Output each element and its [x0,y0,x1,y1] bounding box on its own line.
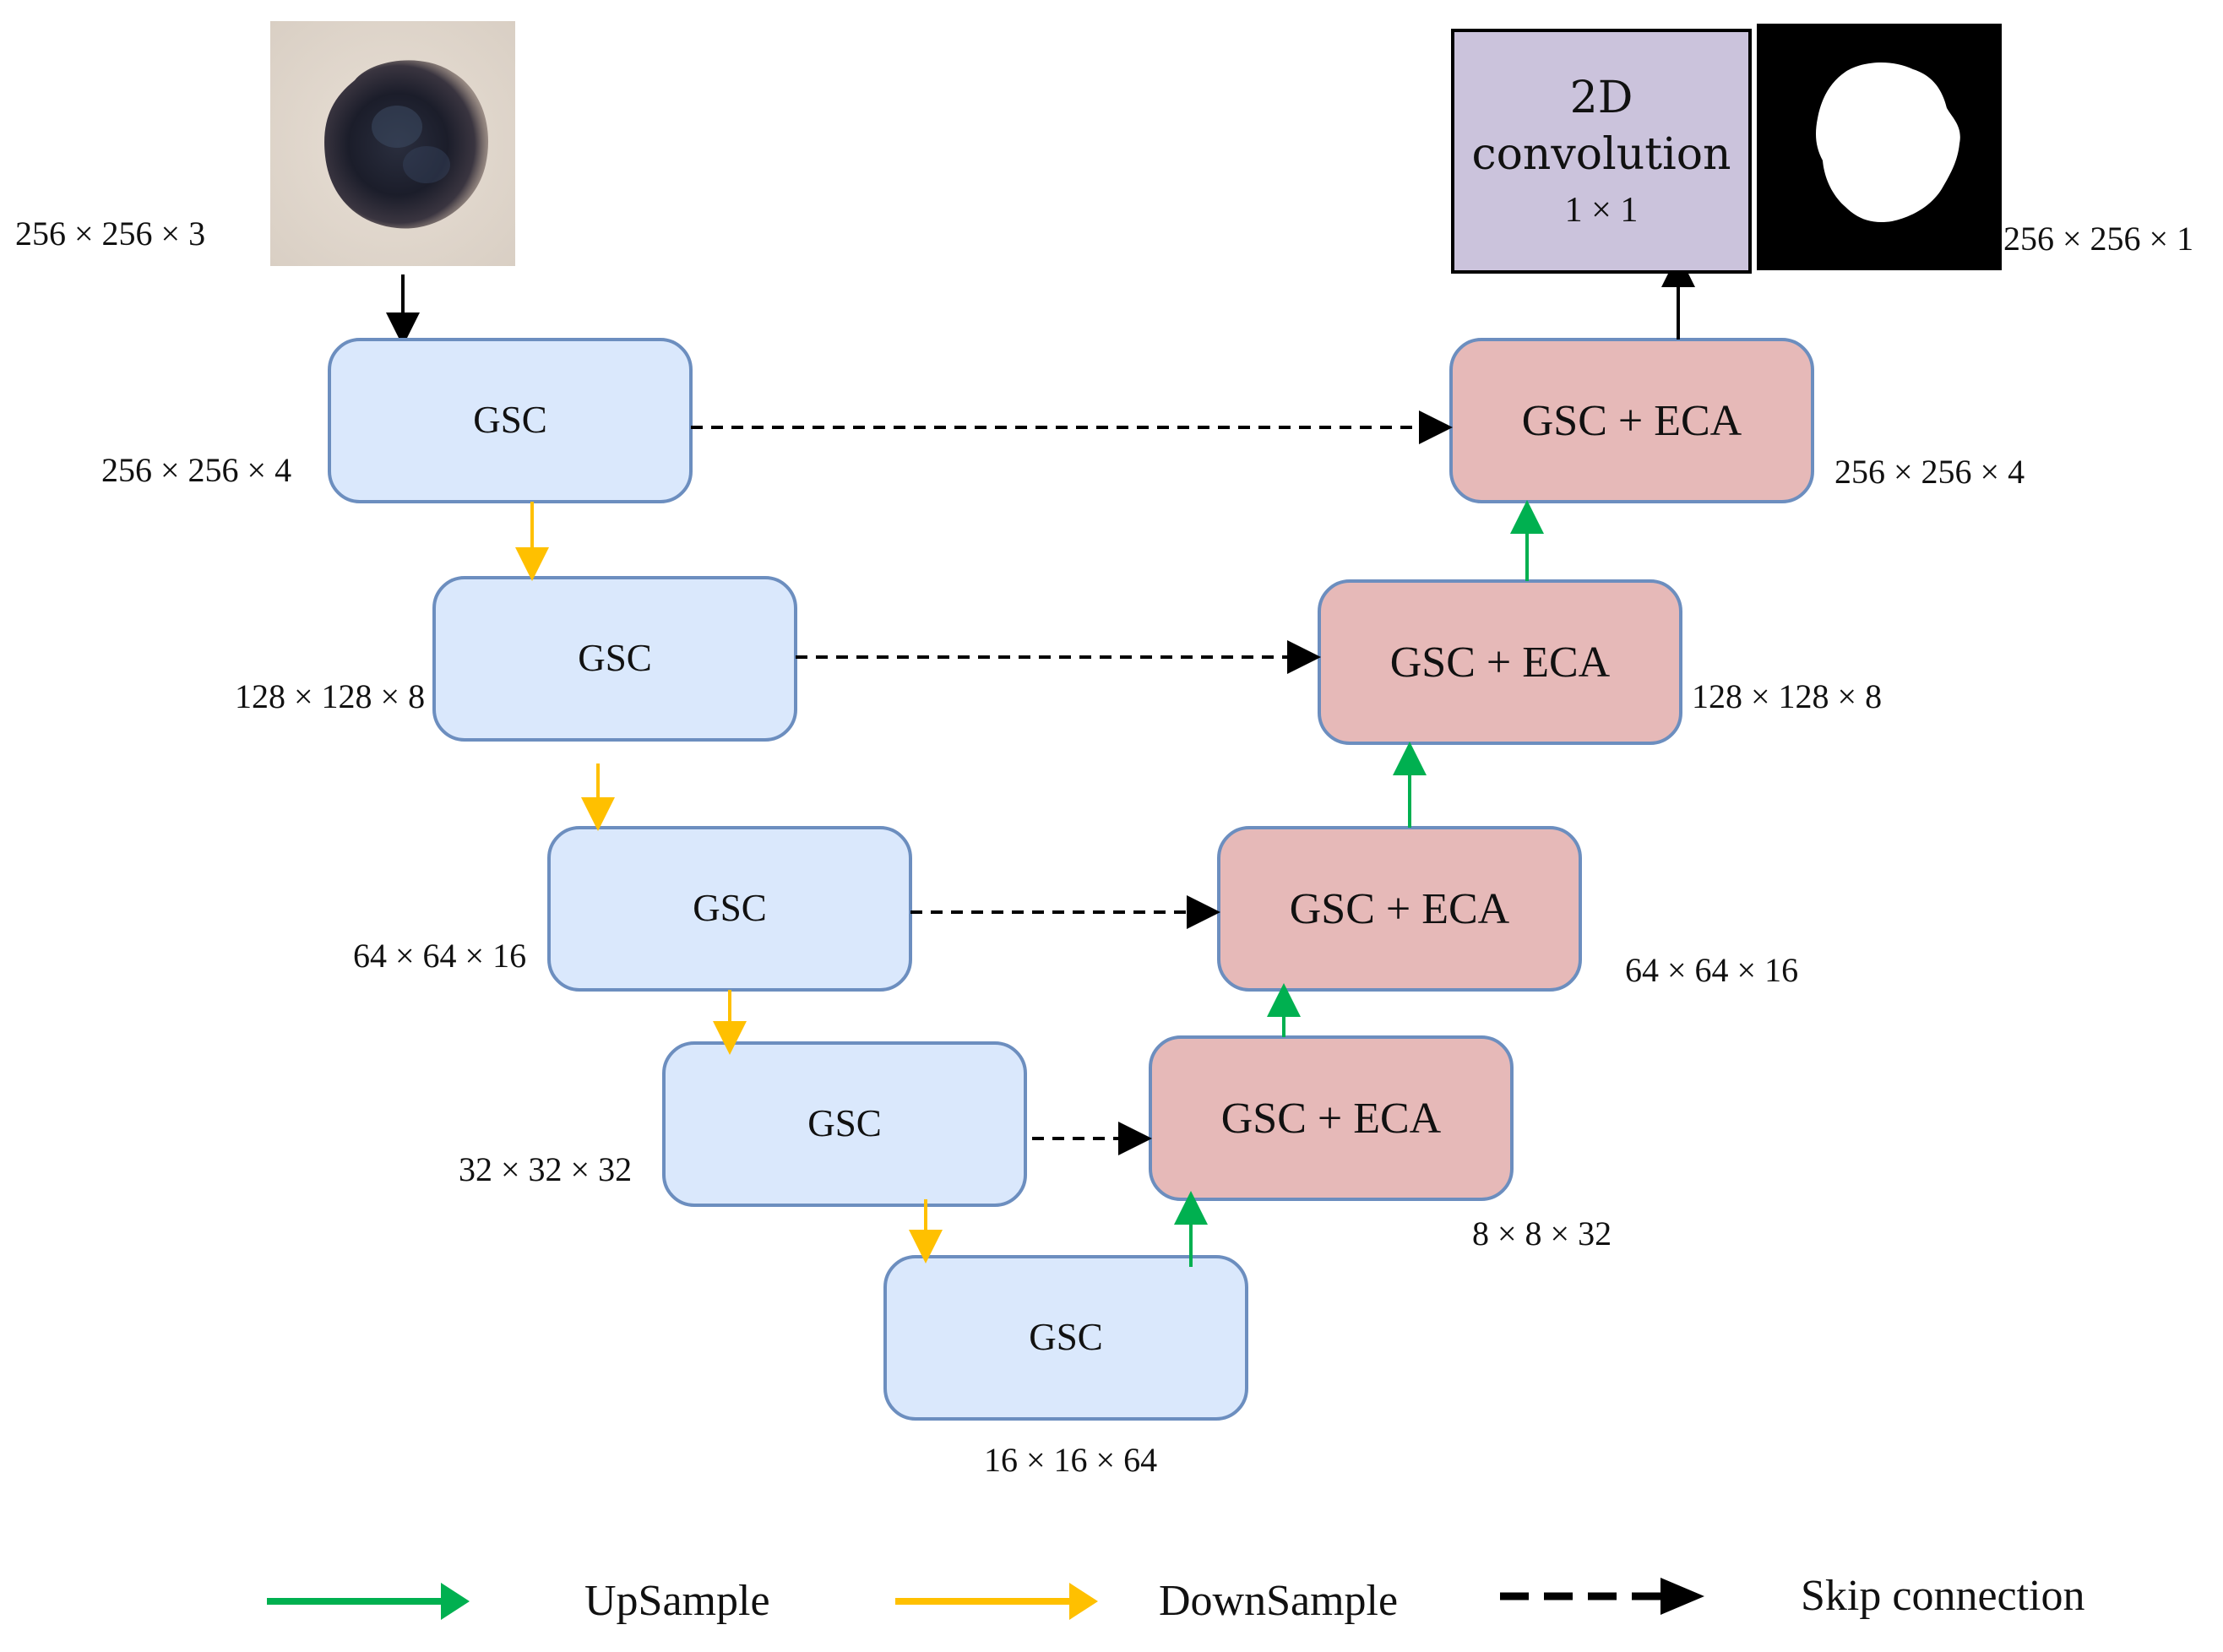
conv-2d-block: 2D convolution 1 × 1 [1451,29,1752,274]
bottleneck-label: GSC [1029,1316,1103,1358]
encoder-block-1: GSC [328,338,693,503]
encoder-block-4: GSC [662,1041,1027,1207]
decoder-block-3-dims: 64 × 64 × 16 [1625,951,1798,989]
conv-2d-kernel: 1 × 1 [1565,191,1639,230]
encoder-block-4-dims: 32 × 32 × 32 [459,1150,632,1188]
decoder-block-2: GSC + ECA [1318,579,1682,745]
encoder-block-1-label: GSC [473,399,547,441]
encoder-block-3-label: GSC [693,887,767,929]
decoder-block-2-dims: 128 × 128 × 8 [1692,677,1882,715]
bottleneck-dims: 16 × 16 × 64 [984,1441,1157,1479]
output-mask-image [1757,24,2002,270]
conv-2d-line1: 2D [1570,73,1633,123]
legend-upsample-arrowhead [441,1583,470,1620]
input-image [270,21,515,266]
encoder-block-2-dims: 128 × 128 × 8 [235,677,425,715]
encoder-block-3: GSC [547,826,912,992]
encoder-block-2: GSC [432,576,797,742]
encoder-block-2-label: GSC [578,637,652,679]
decoder-block-1-dims: 256 × 256 × 4 [1834,453,2025,491]
encoder-block-3-dims: 64 × 64 × 16 [353,937,526,975]
decoder-block-4-label: GSC + ECA [1221,1095,1442,1143]
legend-skip-arrowhead [1660,1578,1704,1615]
decoder-block-3-label: GSC + ECA [1290,885,1510,933]
legend: UpSample DownSample Skip connection [267,1572,2085,1625]
bottleneck-block: GSC [883,1255,1248,1421]
legend-upsample-label: UpSample [584,1577,770,1625]
encoder-block-4-label: GSC [807,1102,882,1144]
decoder-block-2-label: GSC + ECA [1390,639,1611,687]
decoder-block-4: GSC + ECA [1149,1035,1514,1201]
input-dims: 256 × 256 × 3 [15,215,205,253]
encoder-block-1-dims: 256 × 256 × 4 [101,451,291,489]
decoder-block-3: GSC + ECA [1217,826,1582,992]
decoder-block-1-label: GSC + ECA [1522,397,1742,445]
output-dims: 256 × 256 × 1 [2003,220,2193,258]
legend-skip-label: Skip connection [1801,1572,2085,1620]
conv-2d-line2: convolution [1471,129,1731,180]
legend-downsample-arrowhead [1069,1583,1098,1620]
decoder-block-4-dims: 8 × 8 × 32 [1472,1215,1612,1253]
legend-downsample-label: DownSample [1159,1577,1398,1625]
decoder-block-1: GSC + ECA [1449,338,1814,503]
